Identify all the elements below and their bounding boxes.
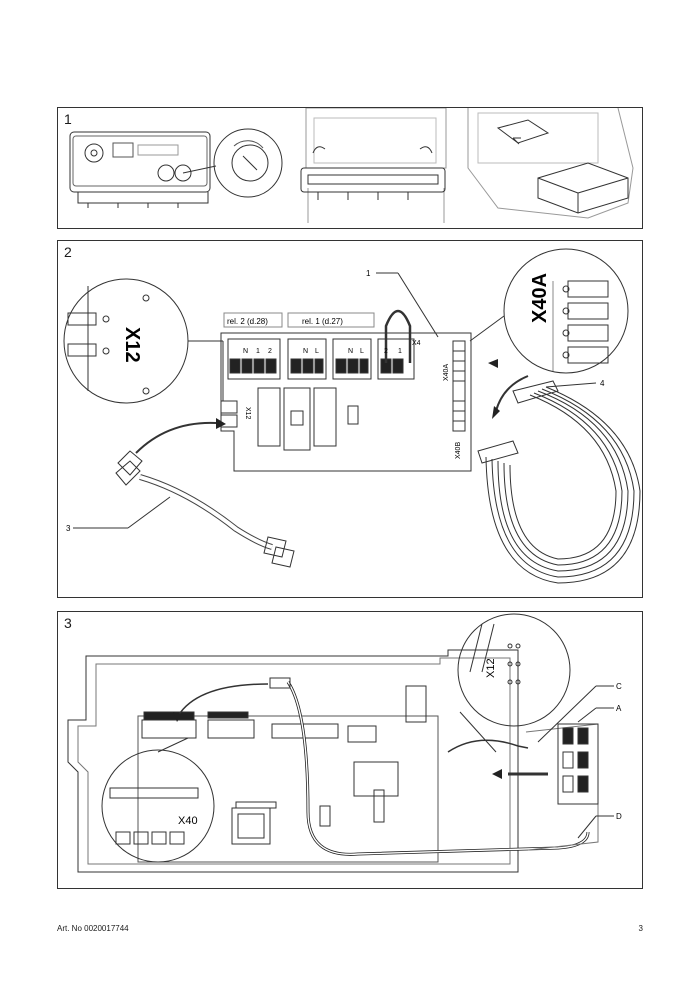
relay-1-label: rel. 1 (d.27) — [302, 317, 343, 326]
figure-1: 1 — [57, 107, 643, 229]
callout-4: 4 — [600, 379, 605, 388]
zoom-label-x40a: X40A — [529, 273, 551, 323]
terminal-label: 2 — [384, 348, 388, 355]
callout-c: C — [616, 682, 622, 691]
page-number: 3 — [638, 924, 643, 933]
figure-number: 3 — [64, 615, 72, 631]
terminal-label: 1 — [398, 348, 402, 355]
figure-number: 2 — [64, 244, 72, 260]
terminal-label: L — [360, 348, 364, 355]
callout-d: D — [616, 812, 622, 821]
callout-a: A — [616, 704, 622, 713]
zoom-label-x40: X40 — [178, 815, 198, 827]
article-number: Art. No 0020017744 — [57, 924, 129, 933]
terminal-label: N — [243, 348, 248, 355]
connector-label-x40a: X40A — [443, 364, 450, 381]
figure-1-illustration — [69, 108, 634, 223]
zoom-label-x12: X12 — [485, 658, 497, 678]
terminal-label: N — [348, 348, 353, 355]
figure-number: 1 — [64, 111, 72, 127]
terminal-label: 2 — [268, 348, 272, 355]
terminal-label: L — [315, 348, 319, 355]
connector-label-x40b: X40B — [455, 442, 462, 459]
figure-2: 2 — [57, 240, 643, 598]
callout-3: 3 — [66, 524, 71, 533]
connector-label-x4: X4 — [412, 340, 421, 347]
figure-2-illustration: rel. 2 (d.28) rel. 1 (d.27) N 1 2 N L N … — [63, 248, 641, 584]
zoom-label-x12: X12 — [121, 327, 143, 363]
figure-3: 3 — [57, 611, 643, 889]
relay-2-label: rel. 2 (d.28) — [227, 317, 268, 326]
connector-label-x12: X12 — [244, 407, 251, 420]
callout-1: 1 — [366, 269, 371, 278]
terminal-label: N — [303, 348, 308, 355]
terminal-label: 1 — [256, 348, 260, 355]
figure-3-illustration: X12 X40 C A D — [67, 613, 622, 873]
